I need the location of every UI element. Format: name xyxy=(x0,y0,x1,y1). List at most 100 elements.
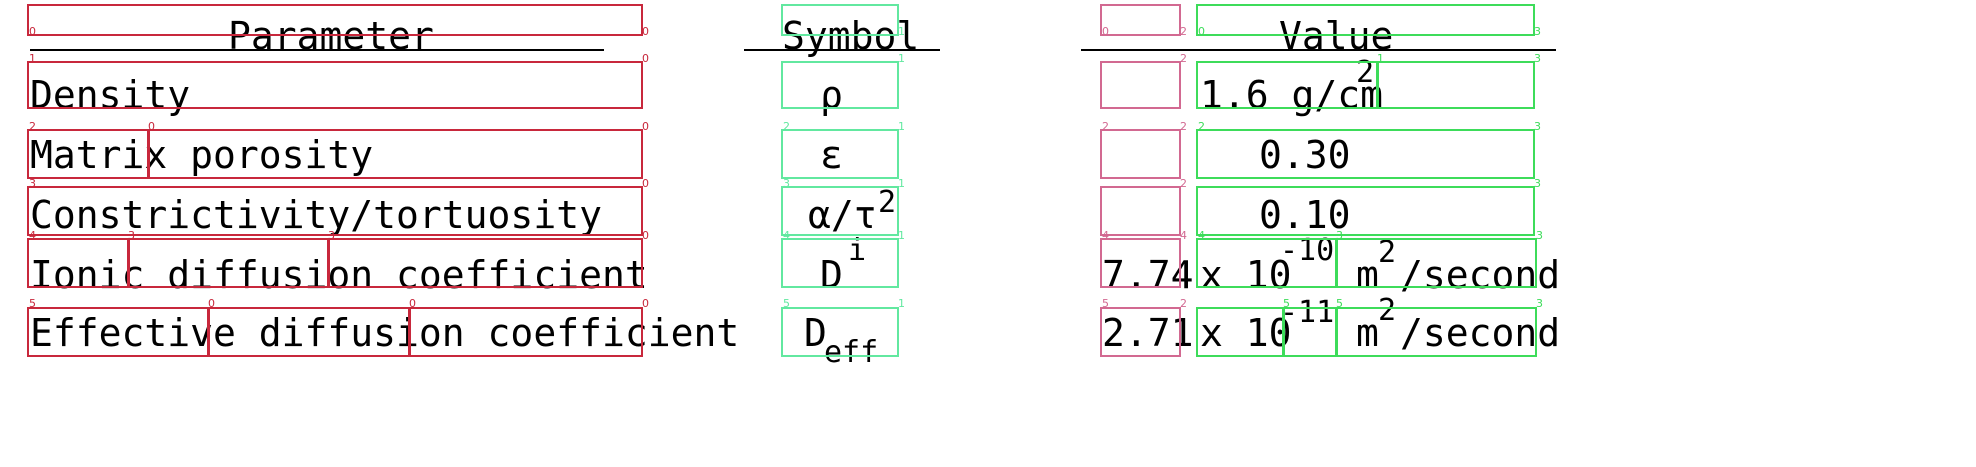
bbox-value-density xyxy=(1196,61,1378,109)
bbox-param-effective xyxy=(27,307,209,357)
bbox-param-ionic-coefficient xyxy=(328,238,643,288)
header-rule-value xyxy=(1081,49,1556,51)
bbox-symbol-effective xyxy=(781,307,899,357)
index-label: 5 xyxy=(1283,297,1290,310)
index-label: 0 xyxy=(1198,25,1205,38)
index-label: 5 xyxy=(1336,297,1343,310)
index-label: 3 xyxy=(128,229,135,242)
index-label: 0 xyxy=(409,297,416,310)
index-label: 2 xyxy=(1198,120,1205,133)
index-label: 1 xyxy=(898,52,905,65)
index-label: 1 xyxy=(898,120,905,133)
symbol-effective-diffusion: D xyxy=(804,311,827,355)
bbox-param-ionic-diffusion xyxy=(128,238,329,288)
value-ionic-unit-sup: 2 xyxy=(1378,235,1397,270)
symbol-effective-diffusion-sub: eff xyxy=(824,335,879,370)
bbox-mantissa-tortuosity xyxy=(1100,186,1181,236)
symbol-porosity: ε xyxy=(820,133,843,177)
bbox-param-effective-diffusion xyxy=(208,307,410,357)
bbox-symbol-tortuosity xyxy=(781,186,899,236)
index-label: 0 xyxy=(208,297,215,310)
header-parameter: Parameter xyxy=(228,14,434,58)
index-label: 2 xyxy=(29,120,36,133)
bbox-param-tortuosity xyxy=(27,186,643,236)
index-label: 0 xyxy=(1102,25,1109,38)
index-label: 2 xyxy=(1180,52,1187,65)
index-label: 2 xyxy=(1180,297,1187,310)
value-effective-x10: x 10 xyxy=(1200,311,1292,355)
param-porosity: Matrix porosity xyxy=(30,133,374,177)
index-label: 0 xyxy=(642,177,649,190)
bbox-value-header xyxy=(1196,4,1535,36)
symbol-density: ρ xyxy=(820,73,843,117)
symbol-ionic-diffusion-sup: i xyxy=(848,233,867,268)
index-label: 5 xyxy=(783,297,790,310)
value-density-sup: 2 xyxy=(1356,55,1375,90)
index-label: 4 xyxy=(29,229,36,242)
value-ionic-exp: -10 xyxy=(1280,233,1335,268)
index-label: 2 xyxy=(783,120,790,133)
bbox-mantissa-porosity xyxy=(1100,129,1181,179)
index-label: 4 xyxy=(1198,229,1205,242)
value-effective-unit-rest: /second xyxy=(1400,311,1561,355)
index-label: 1 xyxy=(898,25,905,38)
value-tortuosity: 0.10 xyxy=(1259,193,1351,237)
param-tortuosity: Constrictivity/tortuosity xyxy=(30,193,602,237)
index-label: 3 xyxy=(1536,297,1543,310)
value-effective-unit-sup: 2 xyxy=(1378,293,1397,328)
bbox-value-ionic-unit xyxy=(1336,238,1537,288)
index-label: 2 xyxy=(1180,120,1187,133)
header-rule-symbol xyxy=(744,49,940,51)
bbox-param-matrix xyxy=(27,129,149,179)
index-label: 5 xyxy=(29,297,36,310)
index-label: 3 xyxy=(1534,120,1541,133)
index-label: 1 xyxy=(898,229,905,242)
index-label: 4 xyxy=(1102,229,1109,242)
index-label: 4 xyxy=(783,229,790,242)
index-label: 3 xyxy=(783,177,790,190)
index-label: 0 xyxy=(642,229,649,242)
index-label: 1 xyxy=(29,52,36,65)
index-label: 3 xyxy=(1534,177,1541,190)
index-label: 2 xyxy=(1180,25,1187,38)
index-label: 1 xyxy=(898,177,905,190)
value-porosity: 0.30 xyxy=(1259,133,1351,177)
param-effective-diffusion: Effective diffusion coefficient xyxy=(30,311,740,355)
bbox-symbol-porosity xyxy=(781,129,899,179)
index-label: 3 xyxy=(1534,52,1541,65)
bbox-param-header xyxy=(27,4,643,36)
index-label: 2 xyxy=(1102,120,1109,133)
index-label: 3 xyxy=(1536,229,1543,242)
index-label: 4 xyxy=(1180,229,1187,242)
index-label: 5 xyxy=(1102,297,1109,310)
index-label: 0 xyxy=(642,120,649,133)
symbol-ionic-diffusion: D xyxy=(820,253,843,297)
bbox-value-ionic-x10 xyxy=(1196,238,1337,288)
bbox-value-effective-x10 xyxy=(1196,307,1284,357)
index-label: 0 xyxy=(642,52,649,65)
index-label: 1 xyxy=(1377,52,1384,65)
bbox-symbol-ionic xyxy=(781,238,899,288)
bbox-mantissa-header xyxy=(1100,4,1181,36)
value-effective-exp: -11 xyxy=(1280,295,1335,330)
index-label: 0 xyxy=(642,25,649,38)
value-effective-unit: m xyxy=(1356,311,1379,355)
index-label: 0 xyxy=(148,120,155,133)
symbol-tortuosity: α/τ xyxy=(808,193,877,237)
header-rule-parameter xyxy=(30,49,604,51)
value-ionic-unit: m xyxy=(1356,253,1379,297)
header-symbol: Symbol xyxy=(782,14,920,58)
bbox-value-tortuosity xyxy=(1196,186,1535,236)
value-effective-mantissa: 2.71 xyxy=(1102,311,1194,355)
bbox-param-density xyxy=(27,61,643,109)
symbol-tortuosity-sup: 2 xyxy=(878,185,897,220)
index-label: 3 xyxy=(29,177,36,190)
bbox-mantissa-effective xyxy=(1100,307,1181,357)
index-label: 1 xyxy=(898,297,905,310)
bbox-value-effective-unit xyxy=(1336,307,1537,357)
header-value: Value xyxy=(1279,14,1394,58)
bbox-value-porosity xyxy=(1196,129,1535,179)
index-label: 3 xyxy=(1534,25,1541,38)
bbox-symbol-density xyxy=(781,61,899,109)
bbox-symbol-header xyxy=(781,4,899,36)
